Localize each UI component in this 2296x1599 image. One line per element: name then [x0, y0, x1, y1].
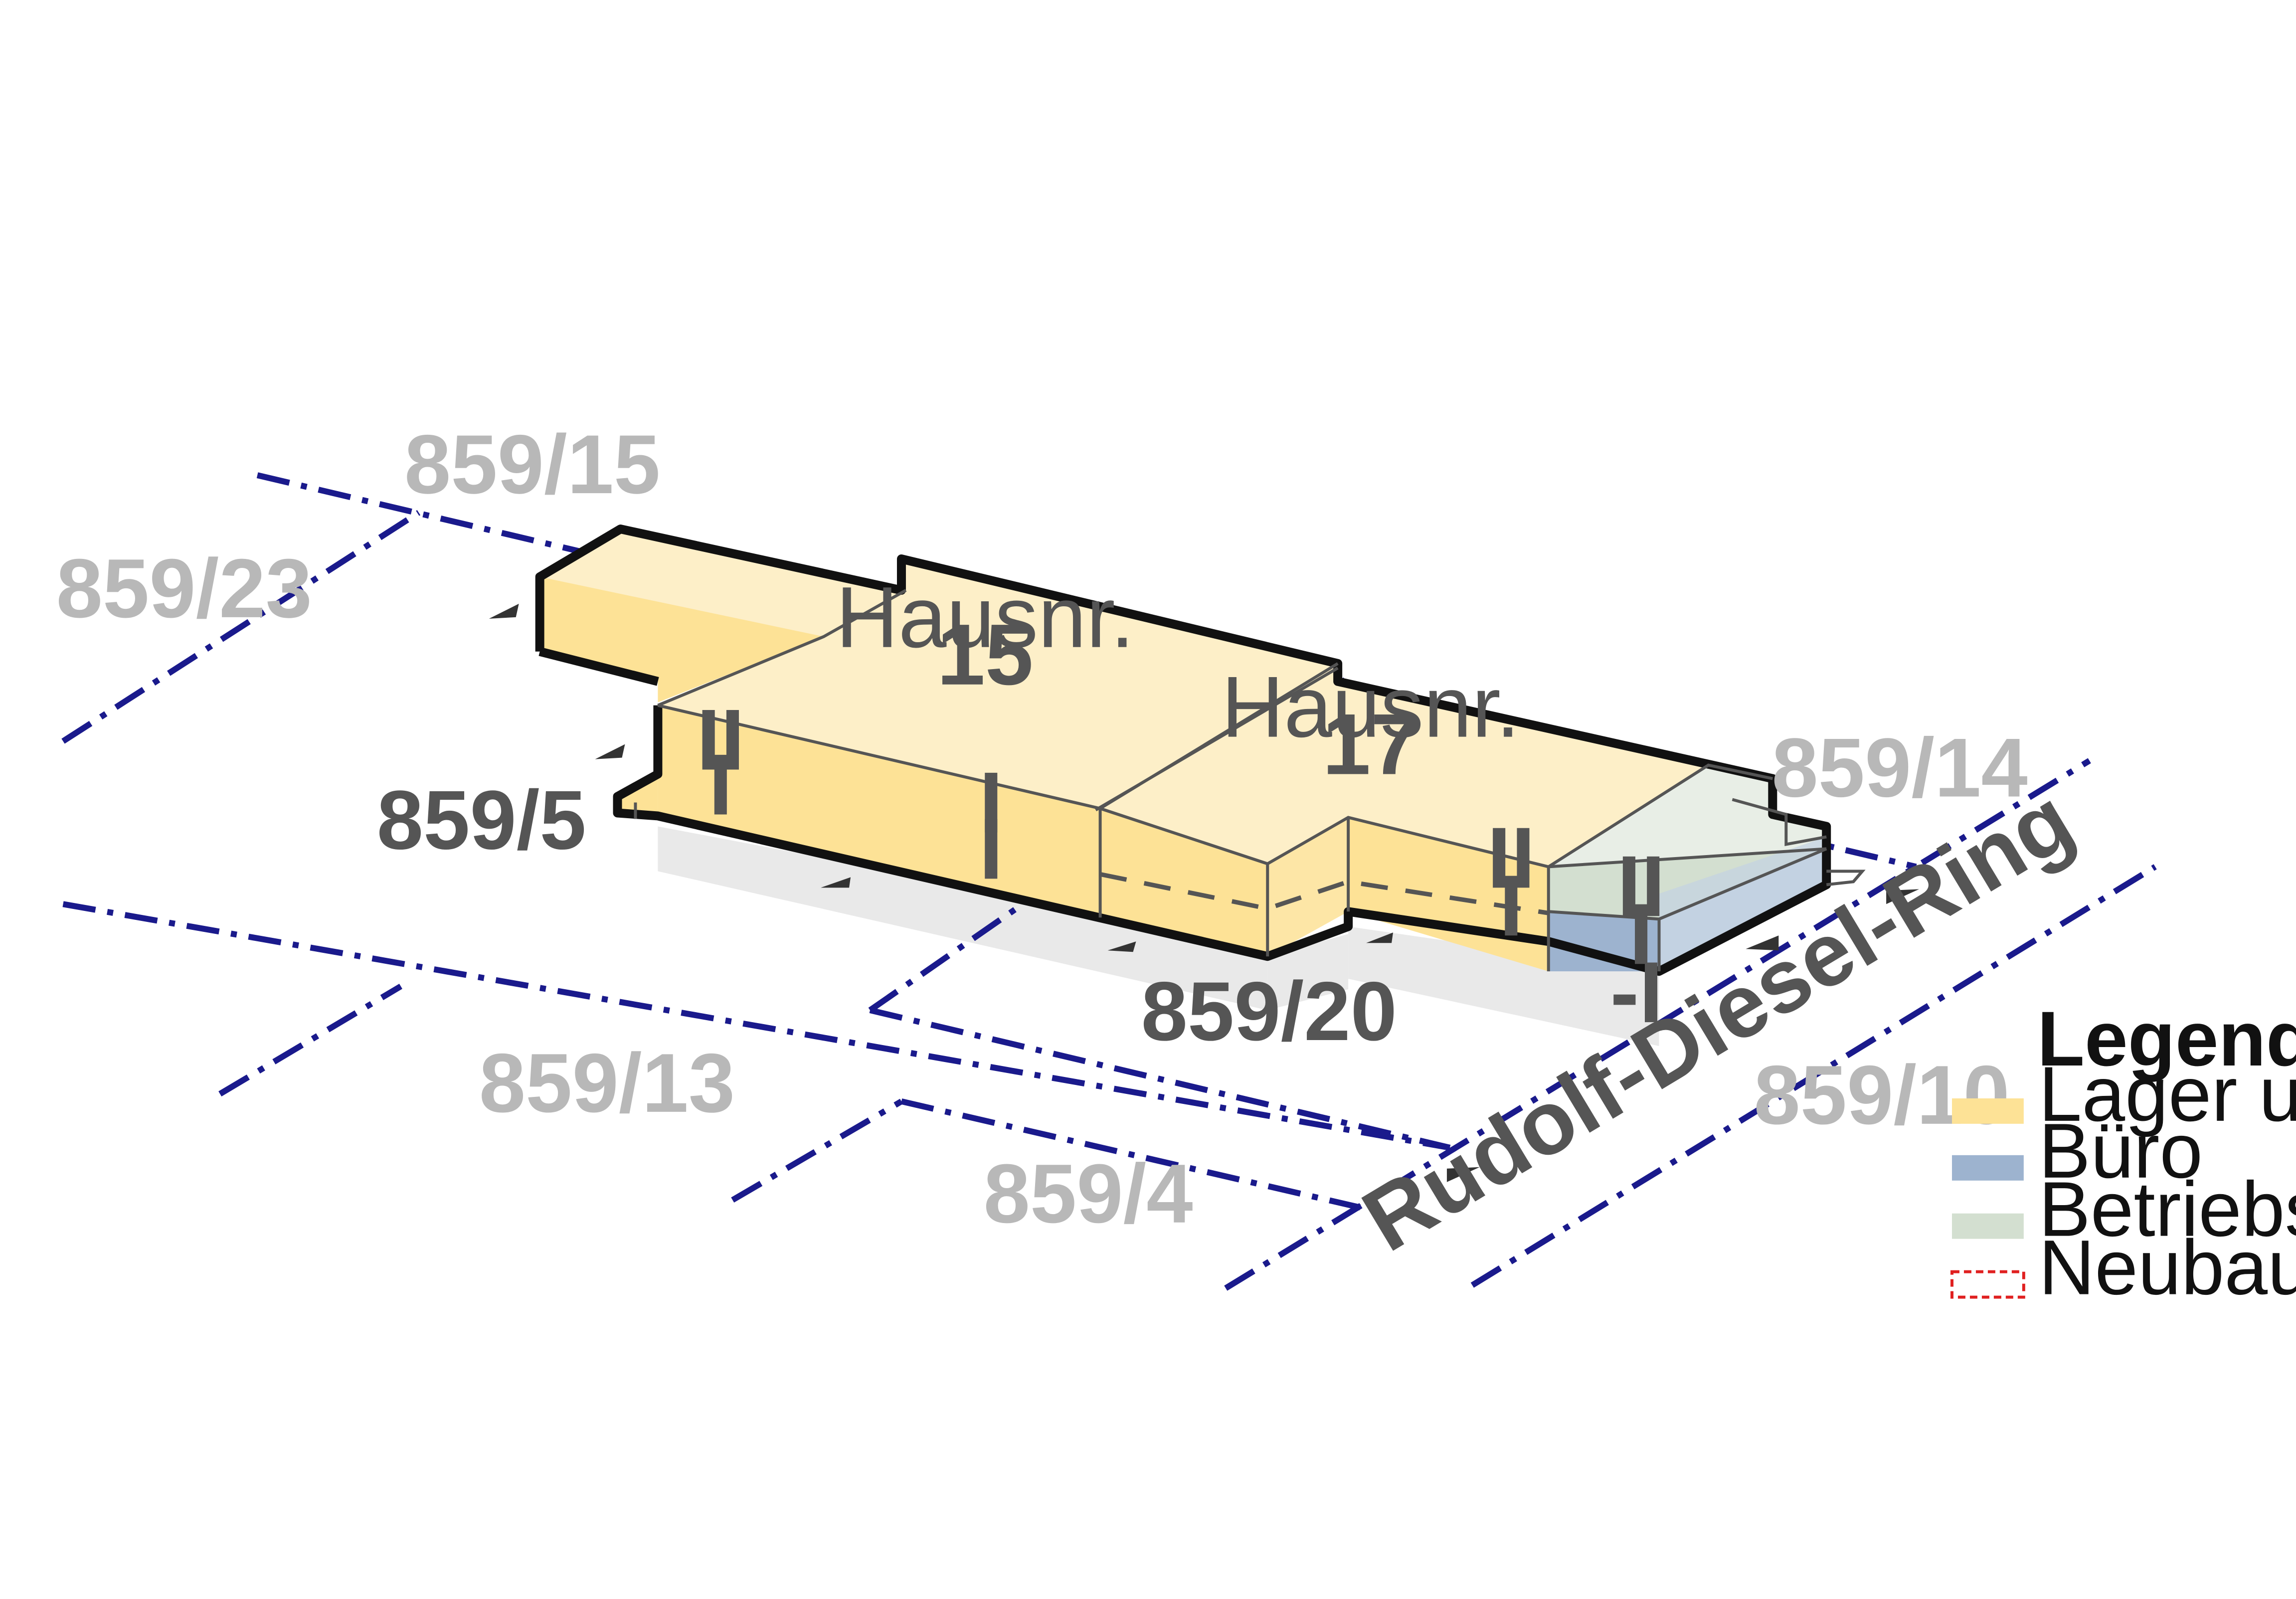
- direction-markers: [489, 603, 1920, 1182]
- legend-swatch-buero: [1951, 1155, 2024, 1181]
- legend-label-neubau: Neubau: [2039, 1225, 2296, 1311]
- legend-label-betriebswohnung: Betriebswohnung: [2039, 1166, 2296, 1253]
- floor-label: I: [979, 800, 1003, 897]
- legend-swatch-lager: [1951, 1098, 2024, 1124]
- parcel-label-859-13: 859/13: [479, 1036, 735, 1130]
- residence-roof: [1548, 765, 1827, 867]
- floor-label: I: [708, 736, 732, 833]
- parcel-label-859-5: 859/5: [377, 773, 586, 867]
- parcel-label-859-23: 859/23: [56, 541, 312, 635]
- legend: Legende: Lager und Produktion Büro Betri…: [1950, 996, 2296, 1311]
- ground-shadow: [658, 826, 1659, 1047]
- front-step: [617, 774, 658, 819]
- arrow-marker: [1746, 935, 1779, 951]
- building-15-roof: [658, 558, 1338, 810]
- house-15-label: Hausnr.: [836, 569, 1134, 666]
- floor-label: I: [979, 754, 1003, 851]
- legend-title: Legende:: [2037, 996, 2296, 1082]
- plot-boundaries: [61, 472, 2157, 1291]
- parcel-label-859-15: 859/15: [404, 417, 660, 511]
- annex-roof: [539, 529, 906, 637]
- office-wall-front: [1548, 911, 1659, 972]
- arrow-marker: [595, 744, 625, 759]
- arrow-marker: [1886, 889, 1920, 904]
- parcel-label-859-14: 859/14: [1771, 721, 2027, 815]
- legend-label-buero: Büro: [2039, 1108, 2203, 1195]
- house-17-number: 17: [1322, 696, 1418, 793]
- parcel-label-859-10: 859/10: [1754, 1048, 2009, 1142]
- parcel-label-859-4: 859/4: [984, 1147, 1193, 1241]
- floor-label: I: [1499, 857, 1523, 954]
- floor-label: II: [697, 692, 745, 788]
- floor-label: II: [1617, 838, 1665, 934]
- legend-swatch-betriebswohnung: [1951, 1213, 2024, 1239]
- floor-label: -I: [1610, 944, 1663, 1041]
- house-15-number: 15: [937, 606, 1033, 703]
- building-complex: [535, 525, 1866, 976]
- legend-label-lager: Lager und Produktion: [2039, 1051, 2296, 1138]
- arrow-marker: [489, 603, 519, 619]
- arrow-marker: [1107, 941, 1136, 952]
- parcel-label-859-20: 859/20: [1141, 964, 1397, 1058]
- floor-label: II: [1487, 809, 1536, 906]
- building-17-wall-a: [1100, 808, 1268, 957]
- annex-wall: [539, 576, 824, 703]
- arrow-marker: [821, 877, 851, 888]
- legend-swatch-neubau: [1950, 1270, 2025, 1299]
- house-17-label: Hausnr.: [1222, 659, 1520, 755]
- floor-label: I: [1629, 886, 1653, 982]
- building-15-wall: [658, 705, 1100, 918]
- arrow-marker: [1366, 932, 1394, 943]
